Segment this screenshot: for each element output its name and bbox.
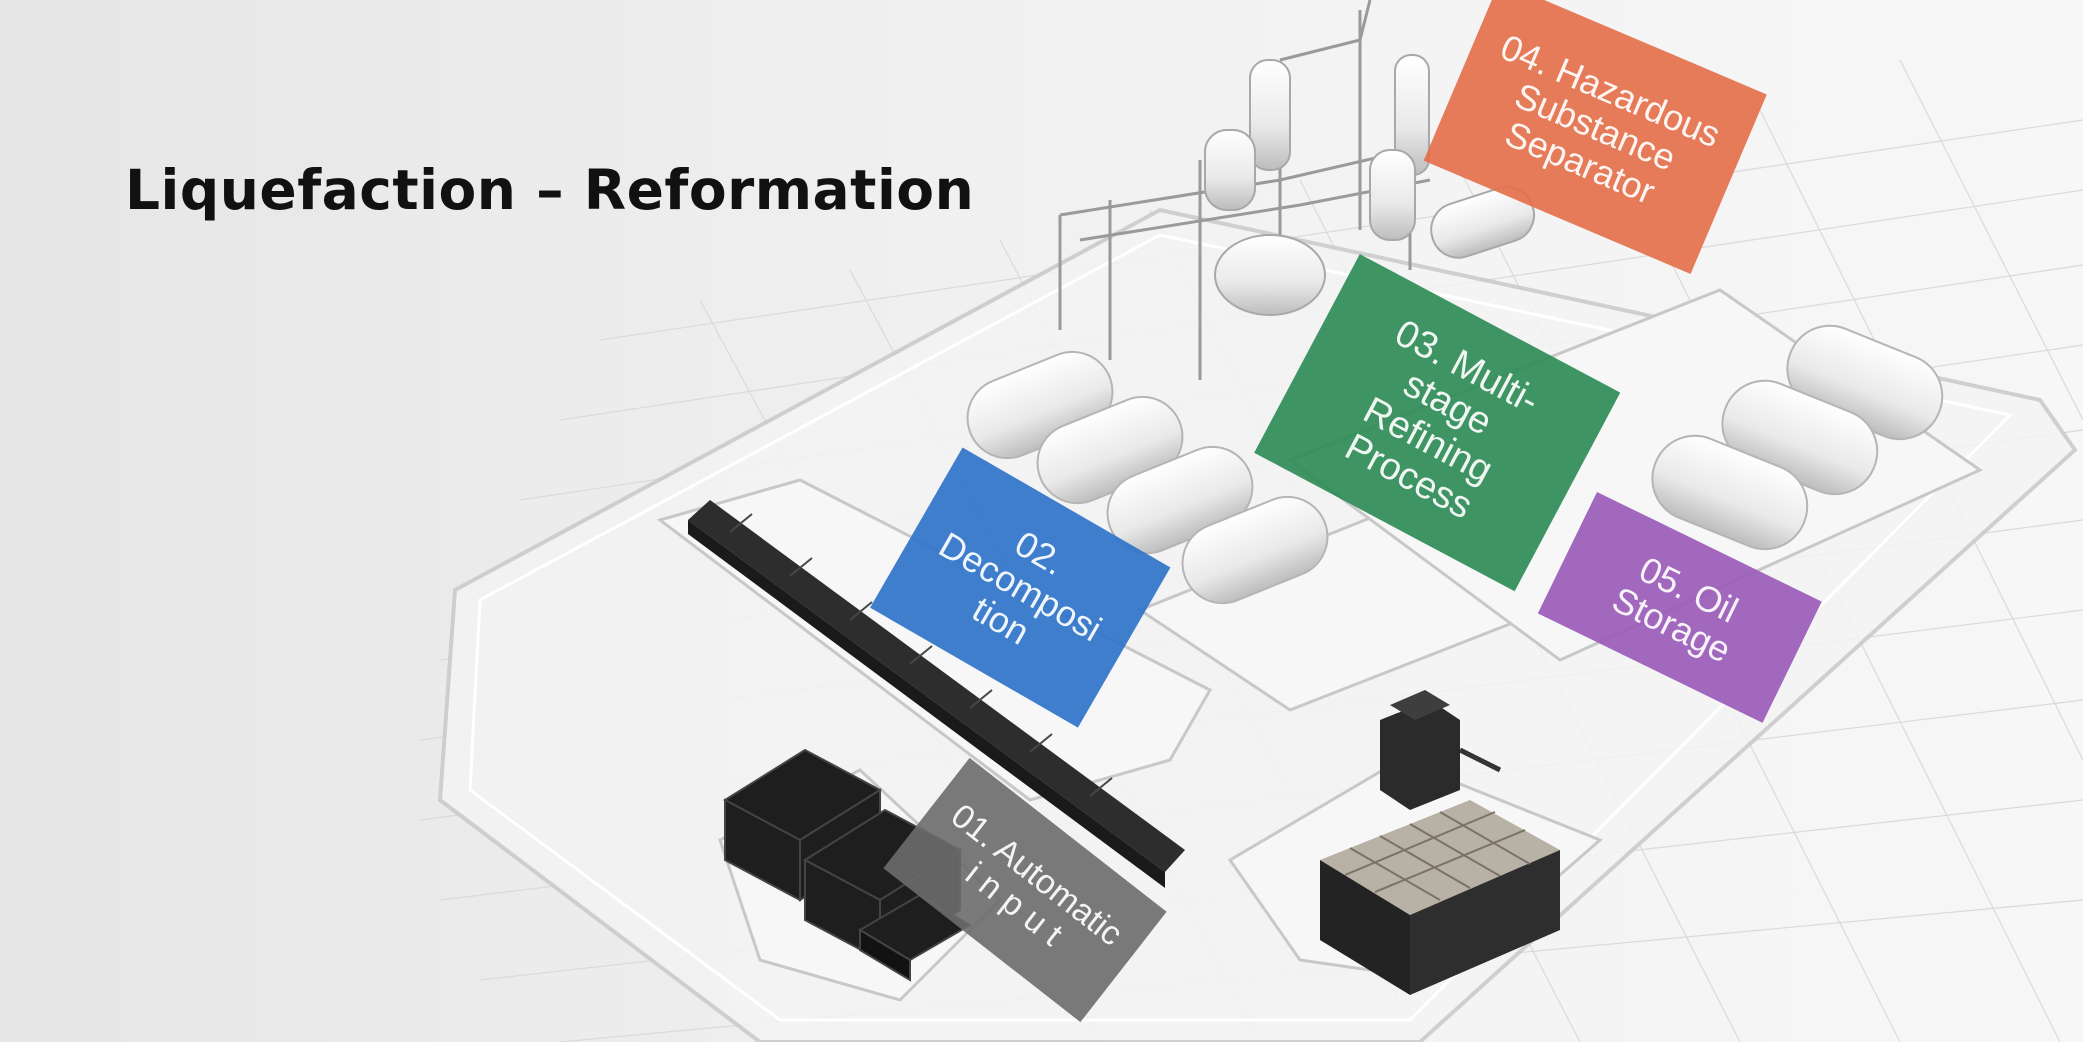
reactor-vessels <box>1204 54 1536 316</box>
forklift <box>1380 690 1502 810</box>
decomposition-tanks <box>966 350 1329 605</box>
step-03-panel <box>1254 254 1621 592</box>
storage-tanks <box>1651 324 1944 551</box>
conveyor-belt <box>688 500 1185 888</box>
crate-pallet <box>1320 800 1560 995</box>
black-bins <box>723 748 972 982</box>
step-04-panel <box>1423 0 1767 274</box>
page-title: Liquefaction – Reformation <box>125 158 975 222</box>
step-02-panel <box>870 447 1171 728</box>
step-panels <box>870 0 1822 1023</box>
step-05-panel <box>1537 491 1822 723</box>
step-01-panel <box>883 757 1167 1023</box>
